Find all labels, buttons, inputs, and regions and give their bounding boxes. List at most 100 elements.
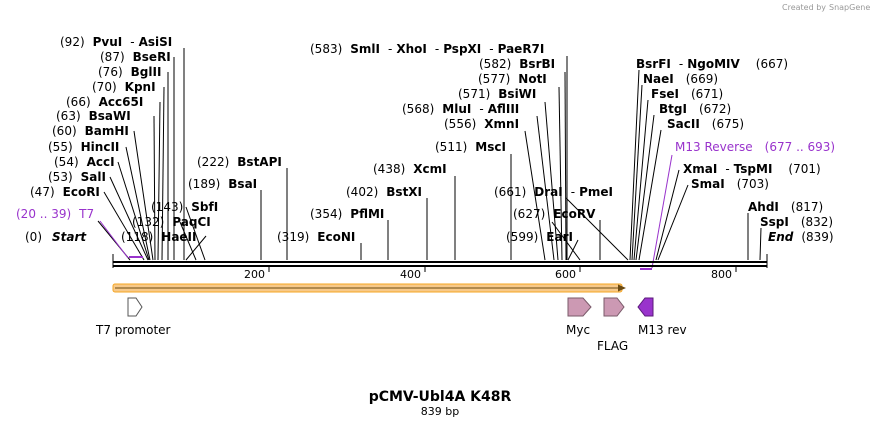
svg-text:(661)DraI-PmeI: (661)DraI-PmeI xyxy=(494,185,613,199)
svg-text:XmaI-TspMI(701): XmaI-TspMI(701) xyxy=(683,162,821,176)
svg-text:BtgI(672): BtgI(672) xyxy=(659,102,731,116)
enzyme-label-bseri[interactable]: (87)BseRI xyxy=(100,50,171,64)
svg-text:(577)NotI: (577)NotI xyxy=(478,72,547,86)
feature-label-m13-rev: M13 rev xyxy=(638,323,687,337)
svg-text:BsrFI-NgoMIV(667): BsrFI-NgoMIV(667) xyxy=(636,57,788,71)
svg-text:SacII(675): SacII(675) xyxy=(667,117,744,131)
enzyme-label-noti[interactable]: (577)NotI xyxy=(478,72,547,86)
enzyme-label-sacii[interactable]: SacII(675) xyxy=(667,117,744,131)
enzyme-label-btgi[interactable]: BtgI(672) xyxy=(659,102,731,116)
svg-text:SspI(832): SspI(832) xyxy=(760,215,833,229)
enzyme-label-pflmi[interactable]: (354)PflMI xyxy=(310,207,384,221)
feature-label-t7-promoter: T7 promoter xyxy=(95,323,171,337)
enzyme-label-sspi[interactable]: SspI(832) xyxy=(760,215,833,229)
ruler-tick-600: 600 xyxy=(555,268,576,281)
enzyme-label-xmai[interactable]: XmaI-TspMI(701) xyxy=(683,162,821,176)
svg-text:(63)BsaWI: (63)BsaWI xyxy=(56,109,131,123)
enzyme-label-bsrfi[interactable]: BsrFI-NgoMIV(667) xyxy=(636,57,788,71)
svg-text:(20 .. 39)T7: (20 .. 39)T7 xyxy=(16,207,94,221)
svg-text:(511)MscI: (511)MscI xyxy=(435,140,506,154)
enzyme-label-naei[interactable]: NaeI(669) xyxy=(643,72,718,86)
svg-text:End(839): End(839) xyxy=(768,230,834,244)
enzyme-label-bamhi[interactable]: (60)BamHI xyxy=(52,124,129,138)
end-label: End(839) xyxy=(768,230,834,244)
credit-prefix: Created by xyxy=(782,3,826,12)
feature-myc[interactable] xyxy=(567,297,592,317)
enzyme-label-ecori[interactable]: (47)EcoRI xyxy=(30,185,100,199)
svg-text:(87)BseRI: (87)BseRI xyxy=(100,50,171,64)
enzyme-label-xcmi[interactable]: (438)XcmI xyxy=(373,162,447,176)
dna-backbone xyxy=(112,254,768,268)
svg-text:(402)BstXI: (402)BstXI xyxy=(346,185,422,199)
svg-text:(53)SalI: (53)SalI xyxy=(48,170,106,184)
enzyme-label-sali[interactable]: (53)SalI xyxy=(48,170,106,184)
feature-flag[interactable] xyxy=(603,297,625,317)
enzyme-label-sbfi[interactable]: (143)SbfI xyxy=(151,200,218,214)
ruler-tick-800: 800 xyxy=(711,268,732,281)
primer-label-t7[interactable]: (20 .. 39)T7 xyxy=(16,207,94,221)
enzyme-label-drai[interactable]: (661)DraI-PmeI xyxy=(494,185,613,199)
enzyme-label-ahdi[interactable]: AhdI(817) xyxy=(748,200,823,214)
enzyme-label-paqci[interactable]: (132)PaqCI xyxy=(132,215,211,229)
svg-text:NaeI(669): NaeI(669) xyxy=(643,72,718,86)
orf-arrow[interactable] xyxy=(112,283,626,293)
enzyme-label-mlui[interactable]: (568)MluI-AflIII xyxy=(402,102,519,116)
svg-text:SmaI(703): SmaI(703) xyxy=(691,177,769,191)
svg-text:(599)EarI: (599)EarI xyxy=(506,230,573,244)
enzyme-label-ecorv[interactable]: (627)EcoRV xyxy=(513,207,596,221)
enzyme-label-xmni[interactable]: (556)XmnI xyxy=(444,117,519,131)
svg-text:(66)Acc65I: (66)Acc65I xyxy=(66,95,143,109)
svg-text:(70)KpnI: (70)KpnI xyxy=(92,80,156,94)
enzyme-label-bsrbi[interactable]: (582)BsrBI xyxy=(479,57,555,71)
enzyme-label-bglii[interactable]: (76)BglII xyxy=(98,65,161,79)
svg-text:(556)XmnI: (556)XmnI xyxy=(444,117,519,131)
enzyme-leader-lines xyxy=(97,48,762,261)
enzyme-label-bstapi[interactable]: (222)BstAPI xyxy=(197,155,282,169)
enzyme-label-bsiwi[interactable]: (571)BsiWI xyxy=(458,87,536,101)
enzyme-label-smai[interactable]: SmaI(703) xyxy=(691,177,769,191)
map-length: 839 bp xyxy=(421,405,459,418)
ruler: 200 400 600 800 xyxy=(244,266,737,281)
svg-text:(627)EcoRV: (627)EcoRV xyxy=(513,207,596,221)
enzyme-label-acc65i[interactable]: (66)Acc65I xyxy=(66,95,143,109)
enzyme-label-pvui[interactable]: (92)PvuI-AsiSI xyxy=(60,35,172,49)
feature-m13-rev[interactable] xyxy=(637,297,654,317)
svg-text:(222)BstAPI: (222)BstAPI xyxy=(197,155,282,169)
svg-text:(118)HaeII: (118)HaeII xyxy=(121,230,197,244)
map-title: pCMV-Ubl4A K48R xyxy=(369,389,512,405)
enzyme-label-smli[interactable]: (583)SmlI-XhoI-PspXI-PaeR7I xyxy=(310,42,544,56)
svg-text:(76)BglII: (76)BglII xyxy=(98,65,161,79)
svg-text:(47)EcoRI: (47)EcoRI xyxy=(30,185,100,199)
svg-text:(0)Start: (0)Start xyxy=(25,230,87,244)
svg-text:(132)PaqCI: (132)PaqCI xyxy=(132,215,211,229)
ruler-tick-200: 200 xyxy=(244,268,265,281)
enzyme-label-hincii[interactable]: (55)HincII xyxy=(48,140,119,154)
start-label: (0)Start xyxy=(25,230,87,244)
enzyme-label-bstxi[interactable]: (402)BstXI xyxy=(346,185,422,199)
enzyme-label-fsei[interactable]: FseI(671) xyxy=(651,87,723,101)
enzyme-label-msci[interactable]: (511)MscI xyxy=(435,140,506,154)
svg-text:(92)PvuI-AsiSI: (92)PvuI-AsiSI xyxy=(60,35,172,49)
svg-text:(354)PflMI: (354)PflMI xyxy=(310,207,384,221)
enzyme-label-acci[interactable]: (54)AccI xyxy=(54,155,115,169)
primer-label-m13-reverse[interactable]: M13 Reverse(677 .. 693) xyxy=(675,140,835,154)
credit-brand[interactable]: SnapGene xyxy=(829,3,870,12)
svg-text:(438)XcmI: (438)XcmI xyxy=(373,162,447,176)
svg-text:(582)BsrBI: (582)BsrBI xyxy=(479,57,555,71)
svg-text:(319)EcoNI: (319)EcoNI xyxy=(277,230,355,244)
feature-t7-promoter[interactable] xyxy=(127,297,143,317)
svg-text:(583)SmlI-XhoI-PspXI-PaeR7I: (583)SmlI-XhoI-PspXI-PaeR7I xyxy=(310,42,544,56)
enzyme-label-bsawi[interactable]: (63)BsaWI xyxy=(56,109,131,123)
svg-text:(189)BsaI: (189)BsaI xyxy=(188,177,257,191)
enzyme-label-econi[interactable]: (319)EcoNI xyxy=(277,230,355,244)
svg-text:(60)BamHI: (60)BamHI xyxy=(52,124,129,138)
svg-text:(571)BsiWI: (571)BsiWI xyxy=(458,87,536,101)
enzyme-label-haeii[interactable]: (118)HaeII xyxy=(121,230,197,244)
enzyme-label-kpni[interactable]: (70)KpnI xyxy=(92,80,156,94)
feature-label-flag: FLAG xyxy=(597,339,628,353)
enzyme-label-bsai[interactable]: (189)BsaI xyxy=(188,177,257,191)
ruler-tick-400: 400 xyxy=(400,268,421,281)
enzyme-label-eari[interactable]: (599)EarI xyxy=(506,230,573,244)
svg-text:(55)HincII: (55)HincII xyxy=(48,140,119,154)
